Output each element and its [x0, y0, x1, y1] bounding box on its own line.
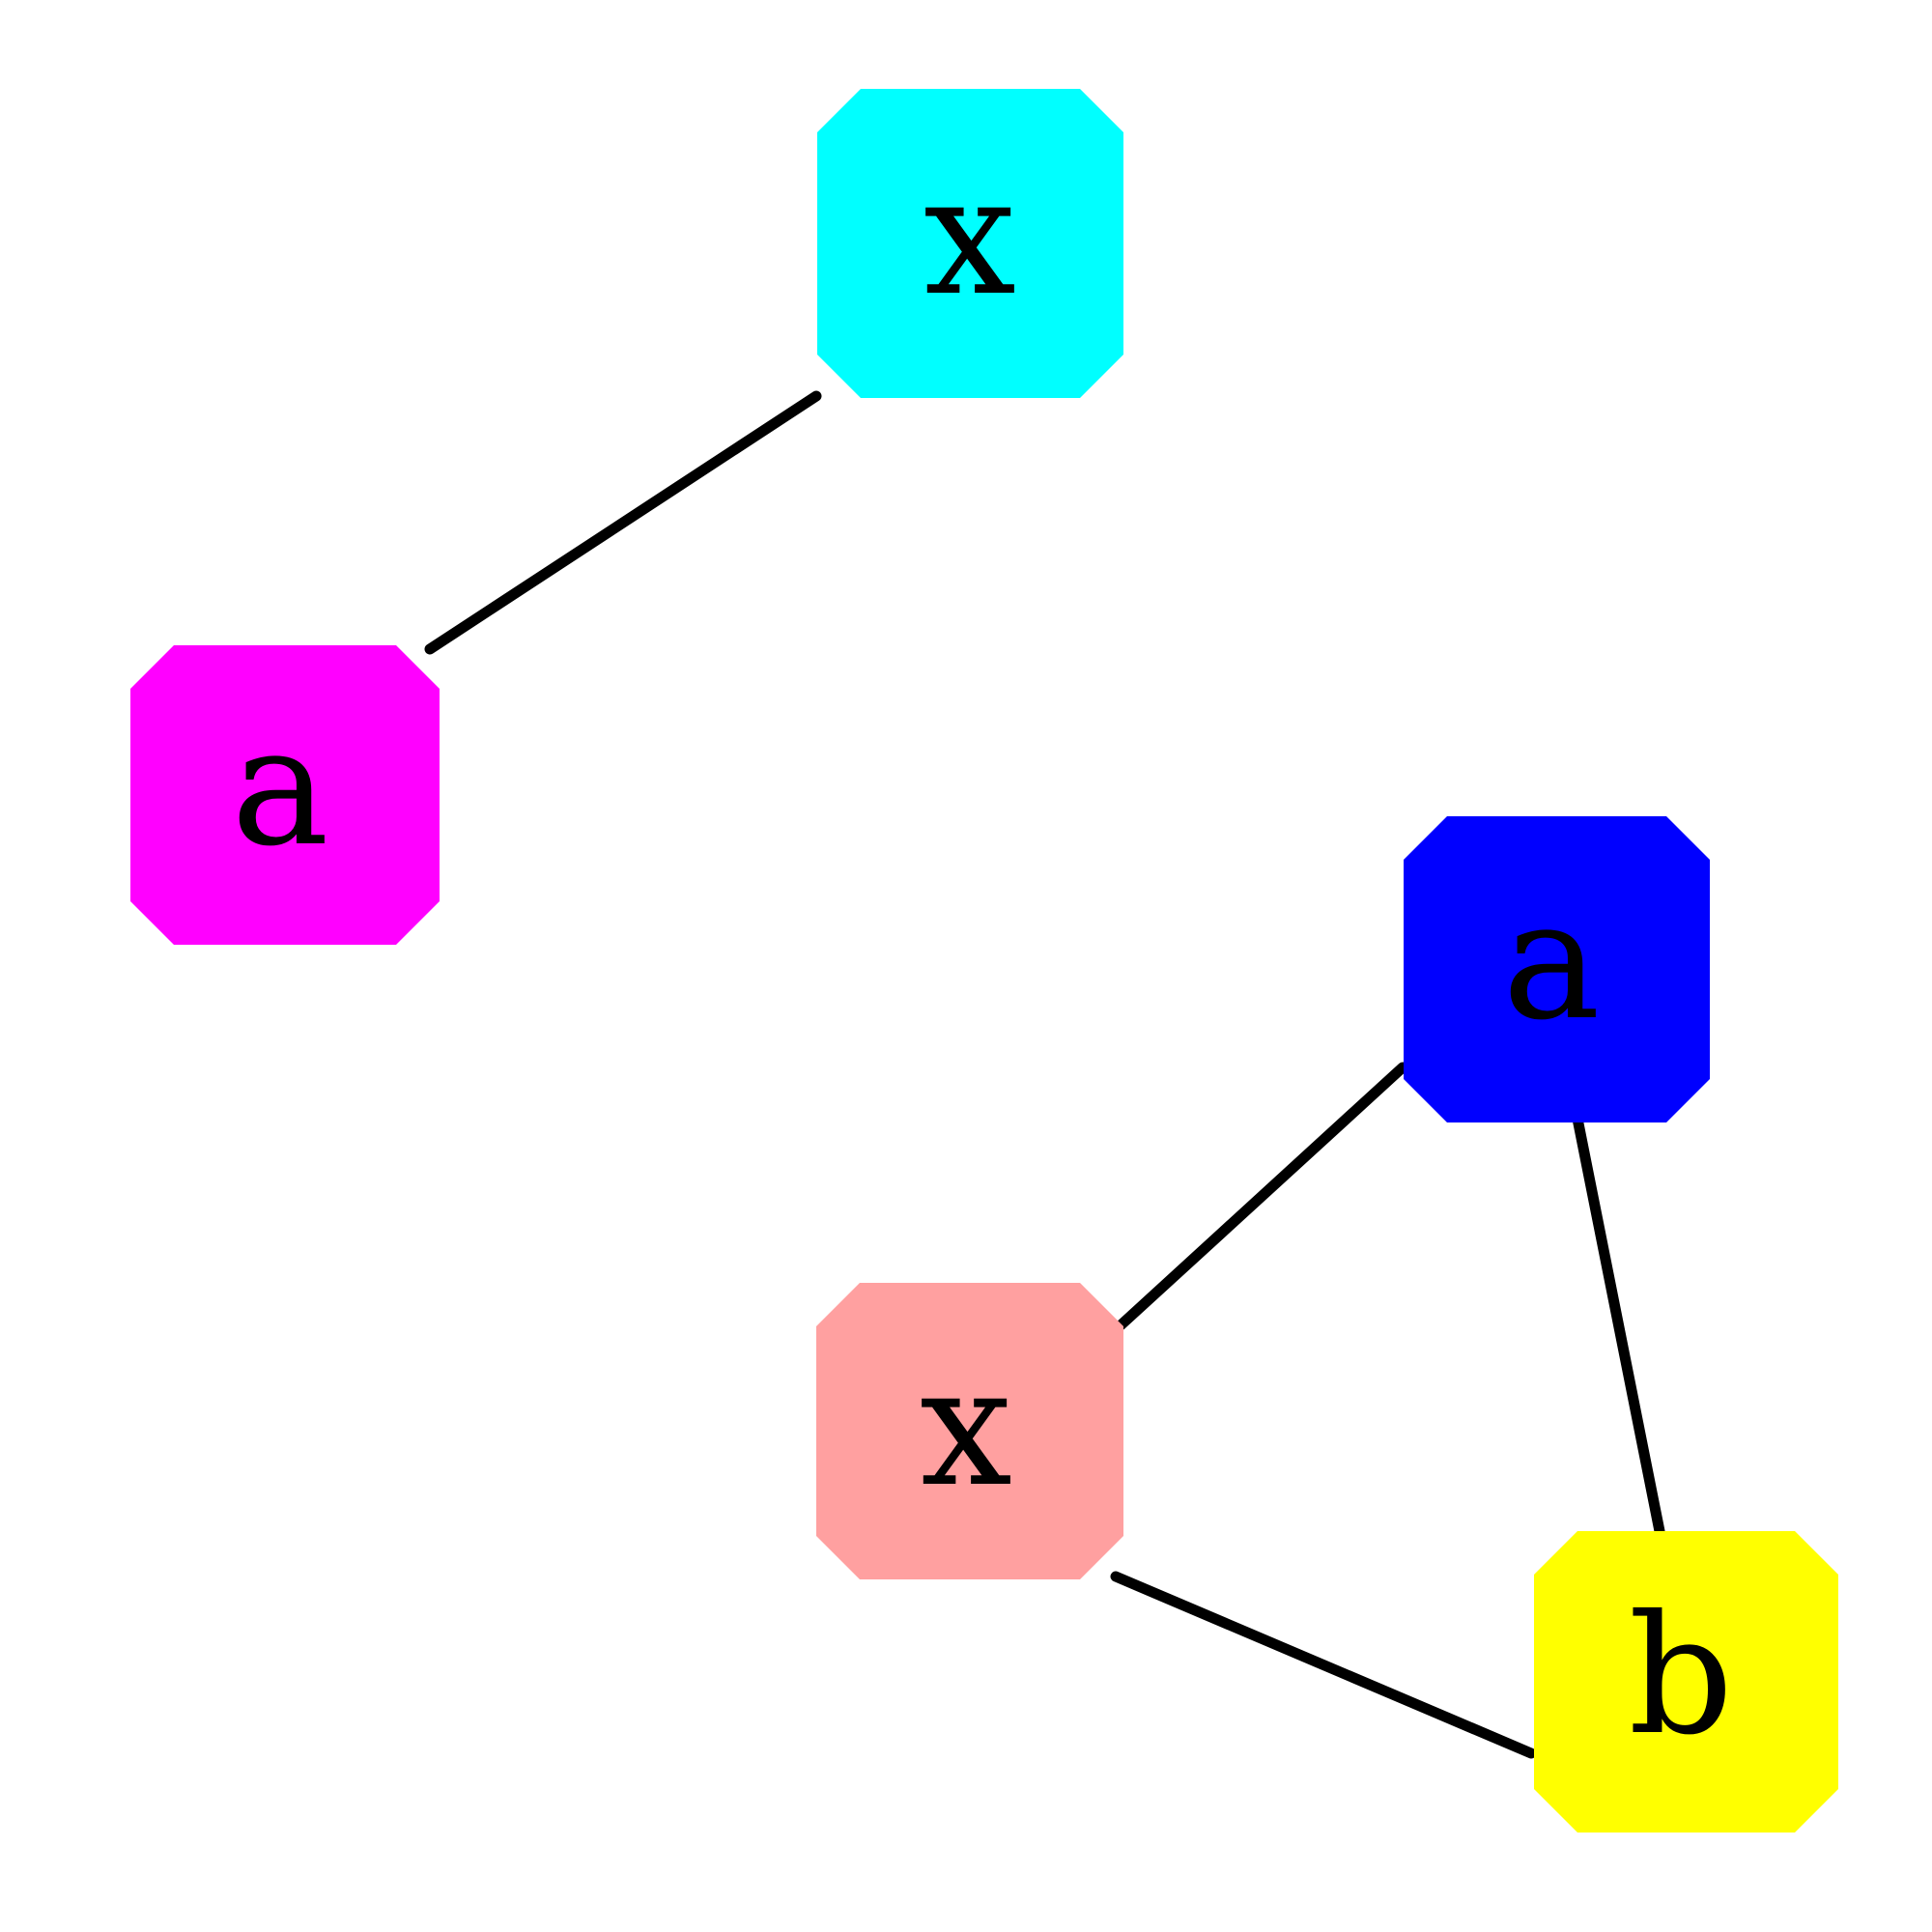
node-shape: [817, 89, 1123, 398]
edges-layer: [424, 390, 1665, 1759]
node-label: a: [1502, 866, 1600, 1057]
node-shape: [816, 1283, 1123, 1579]
node-label: x: [920, 1332, 1012, 1523]
graph-node[interactable]: x: [817, 89, 1123, 398]
edge-x-to-b: [1110, 1571, 1537, 1759]
graph-node[interactable]: a: [130, 645, 440, 945]
graph-node[interactable]: a: [1404, 816, 1710, 1122]
node-label: x: [923, 141, 1016, 332]
node-shape: [130, 645, 440, 945]
edge-x-to-a: [424, 390, 822, 655]
node-label: b: [1629, 1580, 1734, 1772]
node-shape: [1534, 1531, 1838, 1833]
graph-node[interactable]: x: [816, 1283, 1123, 1579]
edge-a-to-x: [1115, 1062, 1408, 1331]
edge-a-to-b: [1572, 1113, 1665, 1537]
graph-node[interactable]: b: [1534, 1531, 1838, 1833]
node-label: a: [231, 692, 328, 883]
node-shape: [1404, 816, 1710, 1122]
